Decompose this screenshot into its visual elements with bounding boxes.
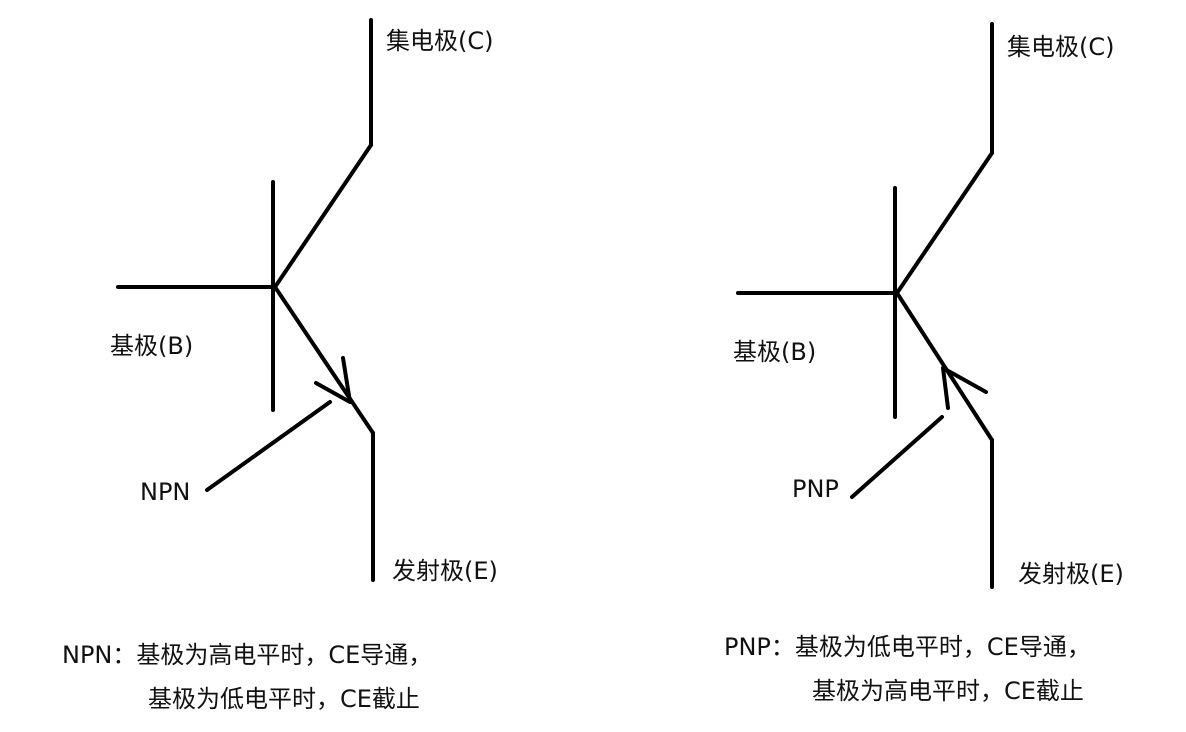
npn-symbol [116, 18, 375, 582]
npn-type-pointer [205, 400, 332, 492]
pnp-emitter-arrow [941, 366, 988, 410]
npn-base-label: 基极(B) [110, 332, 194, 360]
pnp-type-label: PNP [792, 475, 839, 503]
npn-collector-label: 集电极(C) [386, 27, 494, 55]
pnp-type-pointer [850, 415, 944, 499]
pnp-emitter-label: 发射极(E) [1018, 560, 1124, 588]
pnp-note-line2: 基极为高电平时，CE截止 [812, 677, 1084, 705]
pnp-collector-label: 集电极(C) [1007, 33, 1115, 61]
npn-note-line2: 基极为低电平时，CE截止 [148, 685, 420, 713]
npn-note-line1: NPN：基极为高电平时，CE导通， [62, 641, 433, 669]
pnp-symbol [736, 22, 994, 589]
npn-emitter-arrow [314, 356, 352, 404]
pnp-note-line1: PNP：基极为低电平时，CE导通， [724, 633, 1091, 661]
npn-collector-diagonal [273, 143, 373, 289]
npn-type-label: NPN [140, 478, 191, 506]
pnp-collector-diagonal [895, 151, 994, 295]
npn-emitter-diagonal [273, 285, 375, 435]
pnp-emitter-diagonal [895, 291, 994, 442]
npn-emitter-label: 发射极(E) [392, 557, 498, 585]
pnp-base-label: 基极(B) [733, 338, 817, 366]
